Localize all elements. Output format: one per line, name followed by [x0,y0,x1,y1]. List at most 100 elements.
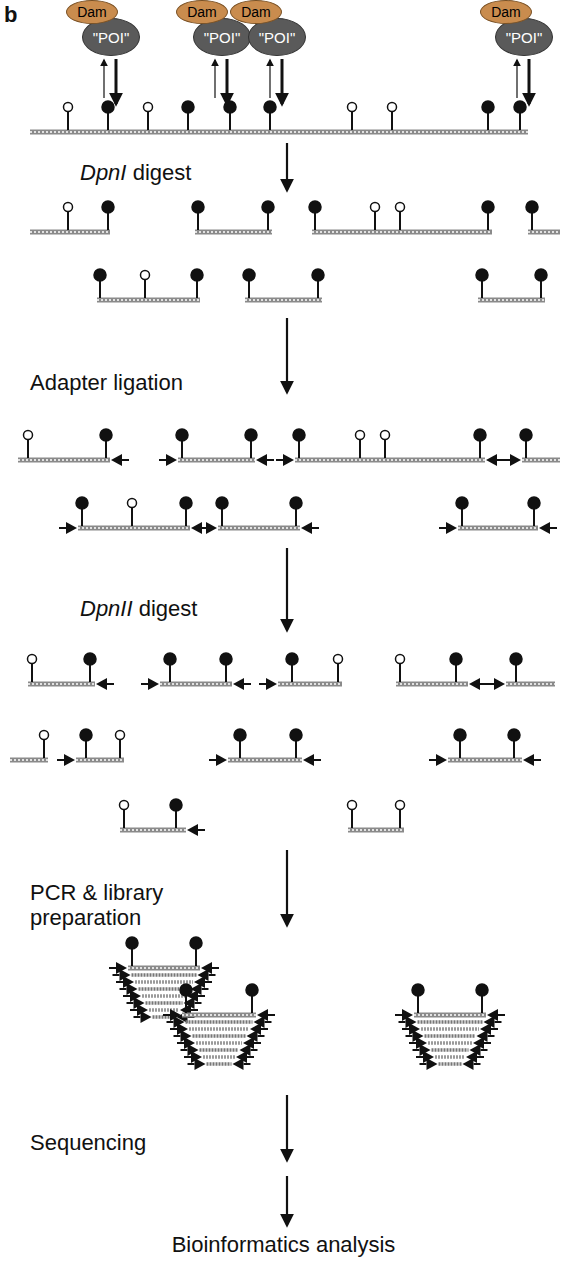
adapter [256,454,267,466]
dna-texture [478,299,545,300]
lollipop-stem [374,212,376,230]
adapter [187,824,198,836]
unmethylated-gatc [396,203,405,212]
adapter-tail [261,1028,268,1030]
lollipop-stem [185,995,187,1013]
amplicon [189,1027,249,1031]
unmethylated-gatc [144,103,153,112]
dna-strand [160,682,232,687]
adapter-tail [314,759,321,761]
unmethylated-gatc [40,731,49,740]
dna-texture [195,231,272,232]
step-label: b [4,2,17,27]
step-label: PCR & library preparation [30,880,205,931]
methylated-gatc [94,269,106,281]
dna-strand [182,1013,256,1018]
methylated-gatc [508,729,520,741]
lollipop-stem [481,995,483,1013]
methylated-gatc [102,201,114,213]
lollipop-stem [513,740,515,758]
methylated-gatc [243,269,255,281]
adapter-tail [399,1021,406,1023]
adapter-tail [163,1014,170,1016]
adapter [303,754,314,766]
step-label: DpnIIdigest [80,596,197,621]
step-arrow [286,1095,288,1160]
adapter [510,454,521,466]
dam-ellipse: Dam [480,0,532,24]
step-arrow [286,850,288,925]
adapter-tail [205,981,212,983]
unmethylated-gatc [28,655,37,664]
methylated-gatc [191,269,203,281]
adapter-tail [141,683,148,685]
lollipop-stem [43,740,45,758]
lollipop-stem [399,664,401,682]
lollipop-stem [481,280,483,298]
amplicon [207,1062,232,1066]
methylated-gatc [164,653,176,665]
adapter-tail [413,1049,420,1051]
adapter-tail [312,527,319,529]
lollipop-stem [195,948,197,966]
adapter-tail [188,1063,195,1065]
dna-strand [312,230,492,235]
adapter-tail [550,527,557,529]
lollipop-stem [533,508,535,526]
adapter-tail [167,1021,174,1023]
lollipop-stem [317,280,319,298]
amplicon [428,1041,472,1045]
adapter [486,454,497,466]
adapter-tail [488,1035,495,1037]
adapter-tail [251,1049,258,1051]
dna-texture [506,683,555,684]
adapter-tail [267,459,274,461]
methylated-gatc [474,429,486,441]
unmethylated-gatc [141,271,150,280]
adapter-tail [184,1056,191,1058]
adapter [116,962,127,974]
amplicon [200,1048,239,1052]
adapter [206,522,217,534]
lollipop-stem [487,212,489,230]
adapter [233,678,244,690]
adapter [446,522,457,534]
lollipop-stem [107,112,109,130]
methylated-gatc [102,101,114,113]
methylated-gatc [246,984,258,996]
adapter [469,678,480,690]
dna-texture [182,1014,256,1015]
dna-texture [396,683,468,684]
adapter-tail [429,759,436,761]
dam-label: Dam [187,4,217,20]
methylation-arrow [281,59,284,104]
lollipop-stem [351,810,353,828]
adapter-tail [170,1028,177,1030]
dna-texture [448,759,522,760]
adapter [64,754,75,766]
dam-label: Dam [77,4,107,20]
lollipop-stem [131,948,133,966]
lollipop-stem [225,664,227,682]
adapter-tail [127,1002,134,1004]
methylated-gatc [84,653,96,665]
adapter-tail [254,1042,261,1044]
lollipop-stem [269,112,271,130]
adapter-tail [120,988,127,990]
lollipop-stem [267,212,269,230]
methylated-gatc [476,984,488,996]
dam-label: Dam [241,4,271,20]
adapter [402,1009,413,1021]
dna-texture [128,967,200,968]
dna-strand [506,682,555,687]
unmethylated-gatc [116,731,125,740]
unmethylated-gatc [334,655,343,664]
dna-strand [195,230,272,235]
unmethylated-gatc [388,103,397,112]
lollipop-stem [298,440,300,458]
methylated-gatc [482,101,494,113]
adapter-tail [209,974,216,976]
lollipop-stem [169,664,171,682]
adapter [523,754,534,766]
